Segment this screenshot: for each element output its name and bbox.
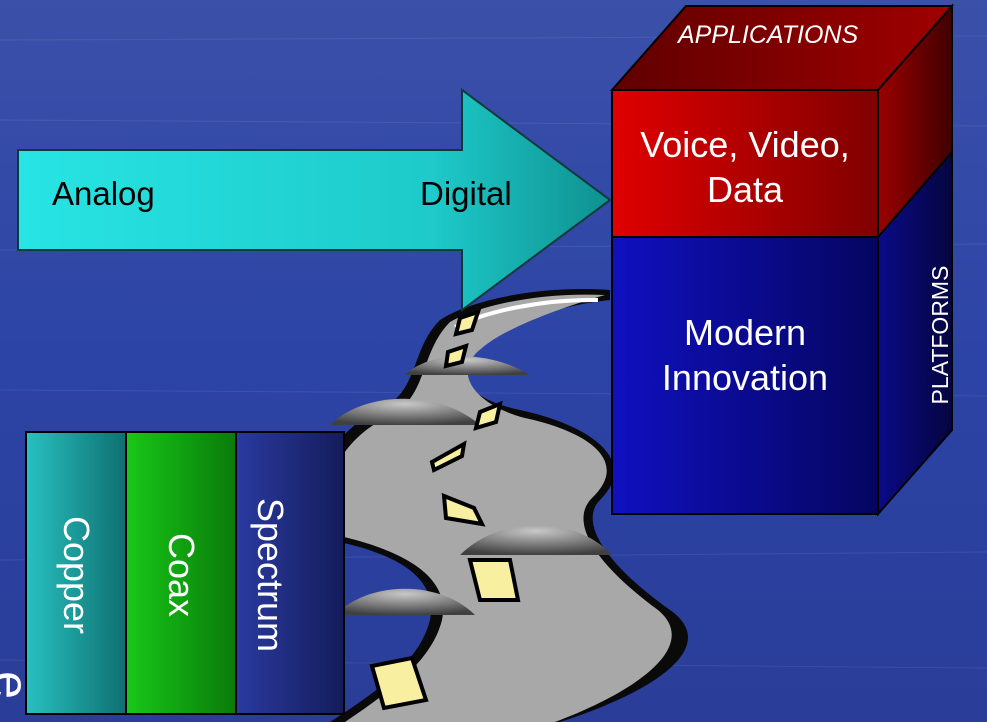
column-spectrum <box>235 431 345 715</box>
road-mound-2 <box>330 398 480 425</box>
cube-front-bottom-label-line1: Modern <box>683 312 807 353</box>
cube-front-top-label: Voice, Video, Data <box>612 122 878 212</box>
analog-to-digital-arrow <box>17 88 612 312</box>
infrastructure-columns <box>25 431 345 715</box>
cube-front-bottom-face <box>611 236 879 515</box>
road-mound-3 <box>460 525 612 555</box>
road <box>314 289 688 722</box>
arrow-label-analog: Analog <box>52 175 155 212</box>
cube-front-top-face <box>611 89 879 238</box>
column-label-copper: Copper <box>56 515 97 635</box>
road-mound-1 <box>405 356 530 375</box>
column-label-spectrum: Spectrum <box>250 497 291 653</box>
cube-side-label: PLATFORMS <box>927 265 953 405</box>
road-center-dashes <box>369 308 521 711</box>
column-label-coax: Coax <box>161 532 202 618</box>
road-mound-4 <box>335 588 475 615</box>
column-coax <box>125 431 237 715</box>
cube-front-top-label-line1: Voice, Video, <box>640 124 850 165</box>
cube-front-bottom-label-line2: Innovation <box>661 357 829 398</box>
applications-cube <box>609 3 955 517</box>
cube-front-bottom-label: Modern Innovation <box>612 310 878 400</box>
cube-top-label: APPLICATIONS <box>678 21 859 49</box>
edge-text-fragment: e <box>0 660 39 710</box>
column-copper <box>25 431 127 715</box>
cube-front-top-label-line2: Data <box>706 169 784 210</box>
arrow-label-digital: Digital <box>420 175 512 212</box>
